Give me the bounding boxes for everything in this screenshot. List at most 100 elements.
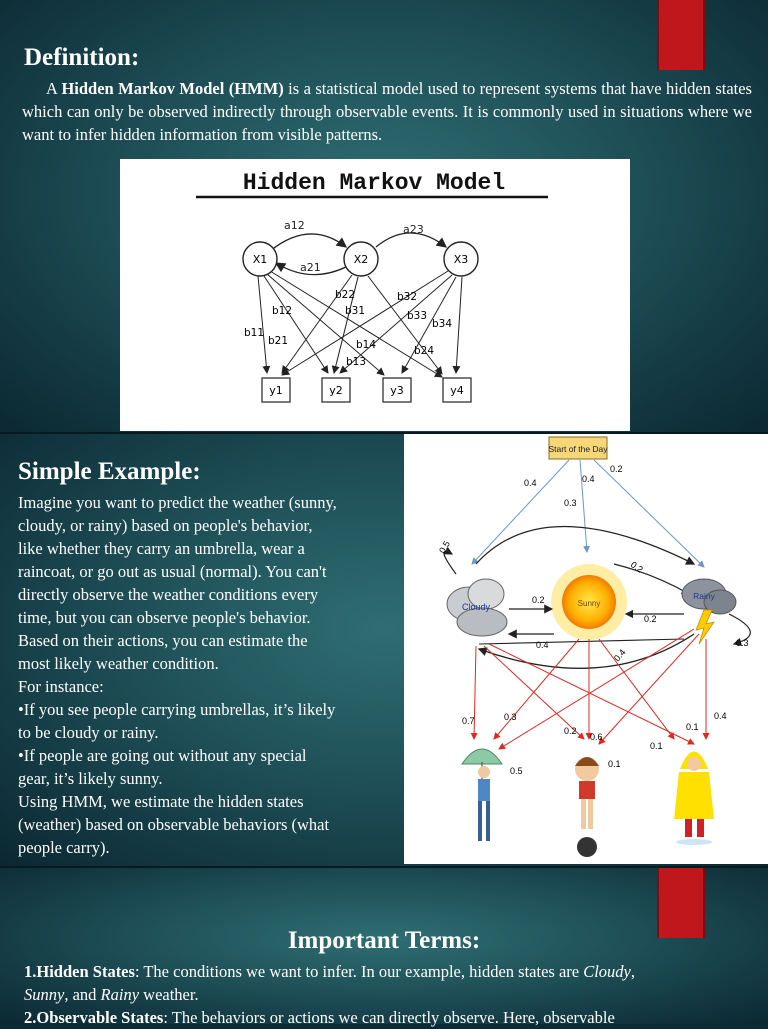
term-weather: weather. [139,985,199,1004]
person-normal-icon [575,757,599,857]
example-line: cloudy, or rainy) based on people's beha… [18,516,313,535]
label-b32: b32 [397,291,417,303]
trans-cloudy-rainy: 0.3 [564,498,577,508]
example-line: •If people are going out without any spe… [18,746,307,765]
label-a21: a21 [300,261,321,274]
term-and: , and [64,985,101,1004]
start-prob-sunny: 0.4 [582,474,595,484]
self-rainy: 0.3 [736,638,749,648]
label-a12: a12 [284,219,305,232]
example-line: Based on their actions, you can estimate… [18,631,308,650]
trans-sunny-cloudy: 0.4 [612,647,628,663]
example-line: raincoat, or go out as usual (normal). Y… [18,562,327,581]
obs-y1-label: y1 [269,384,283,397]
label-b12: b12 [272,305,292,317]
term-cloudy: Cloudy [583,962,631,981]
example-line: •If you see people carrying umbrellas, i… [18,700,336,719]
obs-y2: y2 [321,377,351,403]
term-hidden-states: 1.Hidden States: The conditions we want … [24,960,754,1006]
slide-divider [0,432,768,434]
state-x1: X1 [242,241,278,277]
term-observable-states: 2.Observable States: The behaviors or ac… [24,1006,754,1029]
start-prob-rainy: 0.2 [610,464,623,474]
slide-important-terms [0,868,768,1024]
definition-title: Definition: [24,44,140,71]
slide-definition: Definition: A Hidden Markov Model (HMM) … [0,0,768,432]
label-b14: b14 [356,339,376,351]
start-prob-cloudy: 0.4 [524,478,537,488]
state-x2-label: X2 [354,253,369,266]
hmm-diagram: Hidden Markov Model a12 a21 a23 [120,159,630,431]
label-b11: b11 [244,327,264,339]
emit-rainy-normal: 0.1 [686,722,699,732]
emit-cloudy-normal: 0.3 [504,712,517,722]
label-b34: b34 [432,318,452,330]
example-line: people carry). [18,838,110,857]
definition-prefix: A [46,79,62,98]
emit-sunny-normal: 0.6 [590,732,603,742]
slide-divider [0,866,768,868]
term-hidden-states-text: : The conditions we want to infer. In ou… [134,962,584,981]
term-hidden-states-label: 1.Hidden States [24,962,135,981]
label-b22: b22 [335,289,355,301]
slide-example: Simple Example: Imagine you want to pred… [0,434,768,866]
rainy-label: Rainy [693,591,715,601]
label-b33: b33 [407,310,427,322]
emit-sunny-raincoat: 0.1 [650,741,663,751]
example-line: like whether they carry an umbrella, wea… [18,539,305,558]
term-rainy: Rainy [100,985,140,1004]
weather-hmm-svg: Start of the Day 0.4 0.4 0.2 0.3 0.5 0.2… [437,436,751,857]
label-b13: b13 [346,356,366,368]
hmm-diagram-title: Hidden Markov Model [243,170,505,196]
person-raincoat-icon [674,751,714,845]
important-terms-title: Important Terms: [287,927,481,954]
ribbon-decoration [657,868,705,938]
cloudy-state-icon: Cloudy [446,578,508,637]
example-body: Imagine you want to predict the weather … [18,491,392,859]
obs-y2-label: y2 [329,384,343,397]
definition-body: A Hidden Markov Model (HMM) is a statist… [22,77,752,146]
trans-cloudy-sunny: 0.2 [532,595,545,605]
example-title: Simple Example: [18,458,201,485]
example-line: (weather) based on observable behaviors … [18,815,330,834]
example-line: to be cloudy or rainy. [18,723,159,742]
obs-y4-label: y4 [450,384,464,397]
trans-rainy-sunny: 0.2 [644,614,657,624]
term-sunny: Sunny [24,985,65,1004]
state-x3: X3 [443,241,479,277]
example-line: Imagine you want to predict the weather … [18,493,337,512]
emit-cloudy-raincoat: 0.1 [608,759,621,769]
label-b24: b24 [414,345,434,357]
weather-hmm-diagram: Start of the Day 0.4 0.4 0.2 0.3 0.5 0.2… [404,434,768,864]
hmm-diagram-svg: Hidden Markov Model a12 a21 a23 [196,170,548,403]
label-b21: b21 [268,335,288,347]
obs-y3: y3 [382,377,412,403]
term-observable-states-label: 2.Observable States [24,1008,164,1027]
sunny-state-icon: Sunny [551,564,627,640]
important-terms-list: 1.Hidden States: The conditions we want … [24,960,754,1029]
definition-rest: is a statistical model used to represent… [22,79,752,144]
cloudy-label: Cloudy [462,602,491,612]
example-line: gear, it’s likely sunny. [18,769,163,788]
example-line: Using HMM, we estimate the hidden states [18,792,304,811]
rainy-state-icon: Rainy [681,578,737,645]
label-a23: a23 [403,223,424,236]
example-line: directly observe the weather conditions … [18,585,319,604]
definition-term: Hidden Markov Model (HMM) [61,79,284,98]
obs-y4: y4 [442,377,472,403]
term-comma: , [630,962,636,981]
obs-y1: y1 [261,377,291,403]
state-x3-label: X3 [454,253,469,266]
example-line: most likely weather condition. [18,654,219,673]
term-observable-states-text: : The behaviors or actions we can direct… [163,1008,615,1027]
person-umbrella-icon [461,748,503,841]
emit-sunny-umbrella: 0.2 [564,726,577,736]
start-of-day-label: Start of the Day [548,444,608,454]
emit-cloudy-umbrella: 0.7 [462,716,475,726]
state-x1-label: X1 [253,253,268,266]
obs-y3-label: y3 [390,384,404,397]
example-line: For instance: [18,677,104,696]
example-line: time, but you can observe people's behav… [18,608,311,627]
ribbon-decoration [657,0,705,70]
start-of-day-box: Start of the Day [548,436,608,460]
